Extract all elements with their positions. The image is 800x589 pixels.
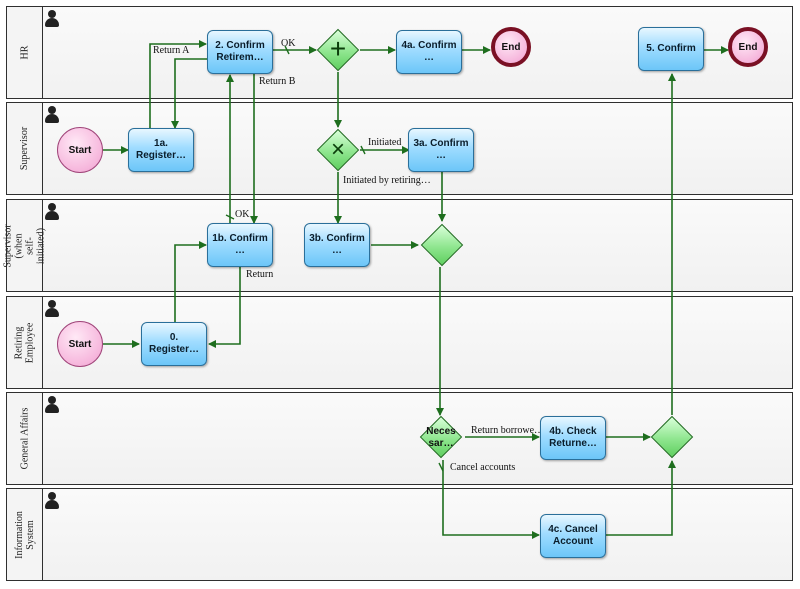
lane-header xyxy=(7,393,43,484)
task-2-confirm-retirement[interactable]: 2. Confirm Retirem… xyxy=(207,30,273,74)
task-4a-confirm[interactable]: 4a. Confirm … xyxy=(396,30,462,74)
flow-label-initiated: Initiated xyxy=(368,137,402,148)
necessary-gateway-label: Neces sar… xyxy=(426,426,456,449)
start-event-supervisor[interactable]: Start xyxy=(57,127,103,173)
lane-information-system: Information System xyxy=(6,488,793,581)
person-icon xyxy=(45,203,59,221)
end-event-5[interactable]: End xyxy=(728,27,768,67)
person-icon xyxy=(45,106,59,124)
flow-label-return-b: Return B xyxy=(259,76,296,87)
lane-header xyxy=(7,103,43,194)
person-icon xyxy=(45,396,59,414)
flow-1a-to-2-return-a xyxy=(149,40,207,128)
task-4b-check-returned[interactable]: 4b. Check Returne… xyxy=(540,416,606,460)
flow-2-to-1a xyxy=(171,58,209,129)
task-1b-confirm[interactable]: 1b. Confirm … xyxy=(207,223,273,267)
person-icon xyxy=(45,10,59,28)
task-1a-register[interactable]: 1a. Register… xyxy=(128,128,194,172)
flow-label-ok-2: OK xyxy=(235,209,250,220)
flow-necessary-to-4c xyxy=(442,460,540,539)
task-3b-confirm[interactable]: 3b. Confirm … xyxy=(304,223,370,267)
flow-label-ok: OK xyxy=(281,38,296,49)
flow-label-return-borrowed: Return borrowe… xyxy=(471,425,545,436)
task-4c-cancel-account[interactable]: 4c. Cancel Account xyxy=(540,514,606,558)
flow-0-to-1b xyxy=(174,241,207,322)
person-icon xyxy=(45,300,59,318)
default-flow-marker xyxy=(225,214,235,220)
x-icon: × xyxy=(330,136,345,163)
plus-icon: + xyxy=(329,33,347,64)
start-event-employee[interactable]: Start xyxy=(57,321,103,367)
flow-label-cancel-accounts: Cancel accounts xyxy=(450,462,516,473)
flow-1b-to-0-return xyxy=(208,267,241,348)
task-0-register[interactable]: 0. Register… xyxy=(141,322,207,366)
lane-header xyxy=(7,489,43,580)
person-icon xyxy=(45,492,59,510)
lane-header xyxy=(7,7,43,98)
default-flow-marker xyxy=(438,462,444,472)
flow-4c-to-merge xyxy=(606,460,676,536)
default-flow-marker xyxy=(360,145,366,155)
lane-header xyxy=(7,200,43,291)
end-event-4a[interactable]: End xyxy=(491,27,531,67)
task-3a-confirm[interactable]: 3a. Confirm … xyxy=(408,128,474,172)
default-flow-marker xyxy=(284,45,290,55)
lane-header xyxy=(7,297,43,388)
flow-label-initiated-by-retiring: Initiated by retiring… xyxy=(343,175,431,186)
flow-label-return-a: Return A xyxy=(153,45,190,56)
task-5-confirm[interactable]: 5. Confirm xyxy=(638,27,704,71)
flow-label-return: Return xyxy=(246,269,274,280)
